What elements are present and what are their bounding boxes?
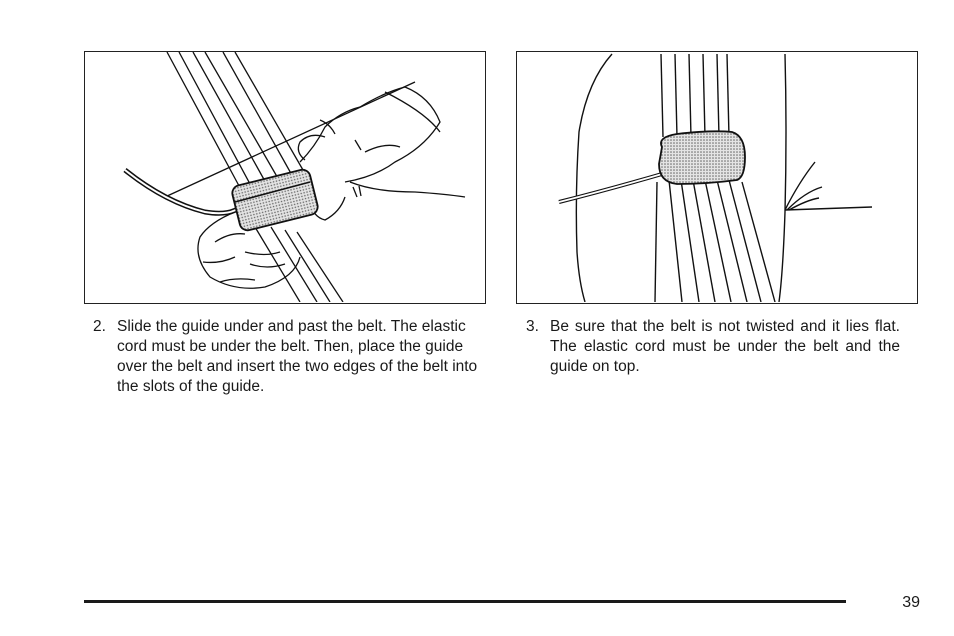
step-number: 3.	[526, 318, 539, 335]
step-text: Slide the guide under and past the belt.…	[117, 318, 478, 395]
seat-back-outline	[575, 53, 613, 302]
belt-guide-step-3-illustration	[516, 51, 918, 304]
page-number: 39	[902, 594, 920, 611]
belt-guide-step-2-illustration	[84, 51, 486, 304]
belt-guide-clip	[658, 130, 746, 185]
seat-edge-line	[164, 81, 416, 198]
step-text: Be sure that the belt is not twisted and…	[550, 318, 900, 375]
belt-guide-clip	[231, 168, 319, 232]
hands-inserting-belt-guide-drawing	[123, 52, 466, 302]
belt-flat-with-guide-drawing	[558, 53, 873, 302]
footer-rule	[84, 600, 846, 603]
step-number: 2.	[93, 318, 106, 335]
